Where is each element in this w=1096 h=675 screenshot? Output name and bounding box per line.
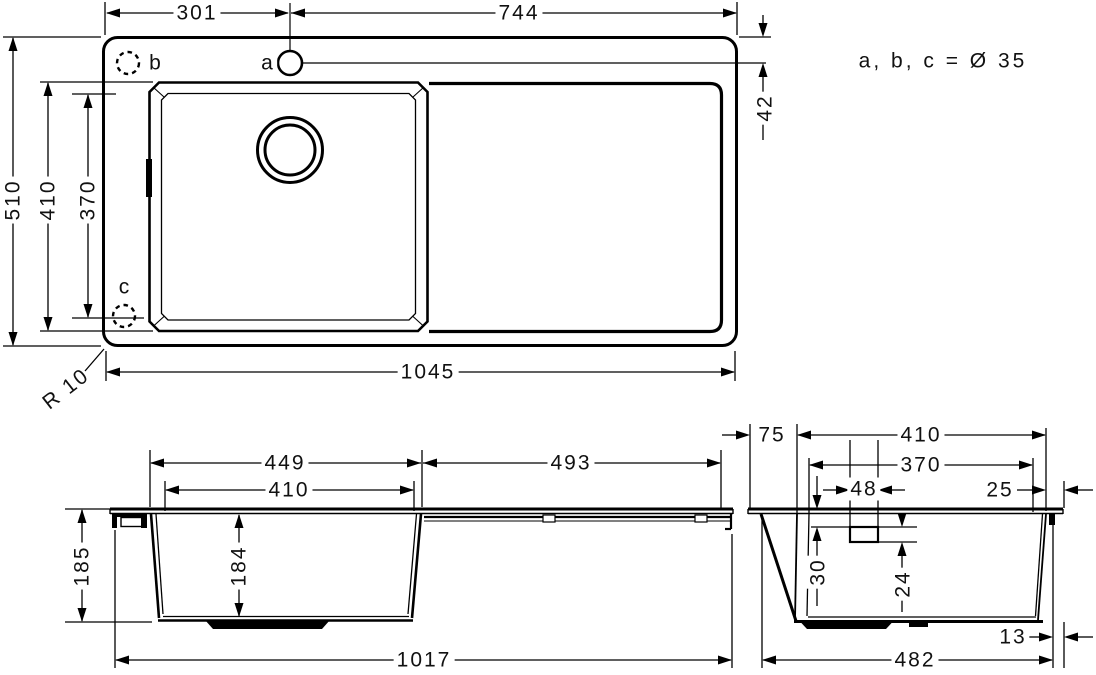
dim-25-label: 25 [983, 478, 1017, 502]
tap-hole-c [111, 303, 137, 329]
dim-510-label: 510 [1, 176, 25, 224]
top-view [102, 3, 766, 347]
side-basin-profile [759, 513, 1055, 629]
drain-inner-circle [263, 123, 317, 177]
dim-301-label: 301 [173, 1, 221, 25]
dim-13-label: 13 [996, 625, 1030, 649]
hole-c-label: c [116, 275, 134, 299]
dim-48-label: 48 [847, 477, 881, 501]
basin-inner-outline [160, 92, 417, 321]
side-drain-boss [800, 621, 893, 629]
drain-outer-circle [256, 116, 324, 184]
drain-boss [205, 620, 330, 629]
tap-hole-a [276, 49, 304, 77]
overflow-hole [848, 525, 880, 544]
dim-185-label: 185 [70, 542, 94, 590]
drainboard-outline [429, 81, 724, 334]
overflow-slot-mark [146, 159, 152, 197]
dim-30-label: 30 [806, 555, 830, 589]
front-basin-profile [149, 513, 423, 629]
dim-75-label: 75 [755, 423, 789, 447]
dim-449-label: 449 [261, 451, 309, 475]
radius-leader-line [84, 348, 105, 372]
tap-hole-b [115, 50, 141, 76]
dim-24-label: 24 [891, 567, 915, 601]
dim-370-top-label: 370 [76, 176, 100, 224]
dim-482-label: 482 [891, 648, 939, 672]
basin-corner-bevels [152, 86, 425, 327]
hole-a-label: a [259, 51, 277, 75]
front-view [109, 507, 734, 629]
dim-370-side-label: 370 [897, 453, 945, 477]
dim-184-label: 184 [227, 542, 251, 590]
top-view-dimensions [3, 2, 771, 381]
dim-1045-label: 1045 [397, 360, 459, 384]
dim-410-top-label: 410 [36, 176, 60, 224]
mounting-clip-right [1049, 514, 1055, 525]
side-view [747, 507, 1064, 629]
sink-body-outline [102, 36, 738, 347]
dim-1017-label: 1017 [393, 648, 455, 672]
hole-diameter-note: a, b, c = Ø 35 [855, 49, 1031, 73]
dim-744-label: 744 [495, 1, 543, 25]
front-view-dimensions [65, 450, 733, 668]
dim-410-side-label: 410 [897, 423, 945, 447]
dim-410-front-label: 410 [265, 478, 313, 502]
dim-42-label: 42 [753, 91, 777, 125]
front-drainboard-profile [424, 513, 733, 531]
basin-outer-outline [148, 81, 429, 333]
dim-493-label: 493 [547, 451, 595, 475]
hole-b-label: b [147, 51, 165, 75]
mounting-clip-left [112, 513, 147, 528]
